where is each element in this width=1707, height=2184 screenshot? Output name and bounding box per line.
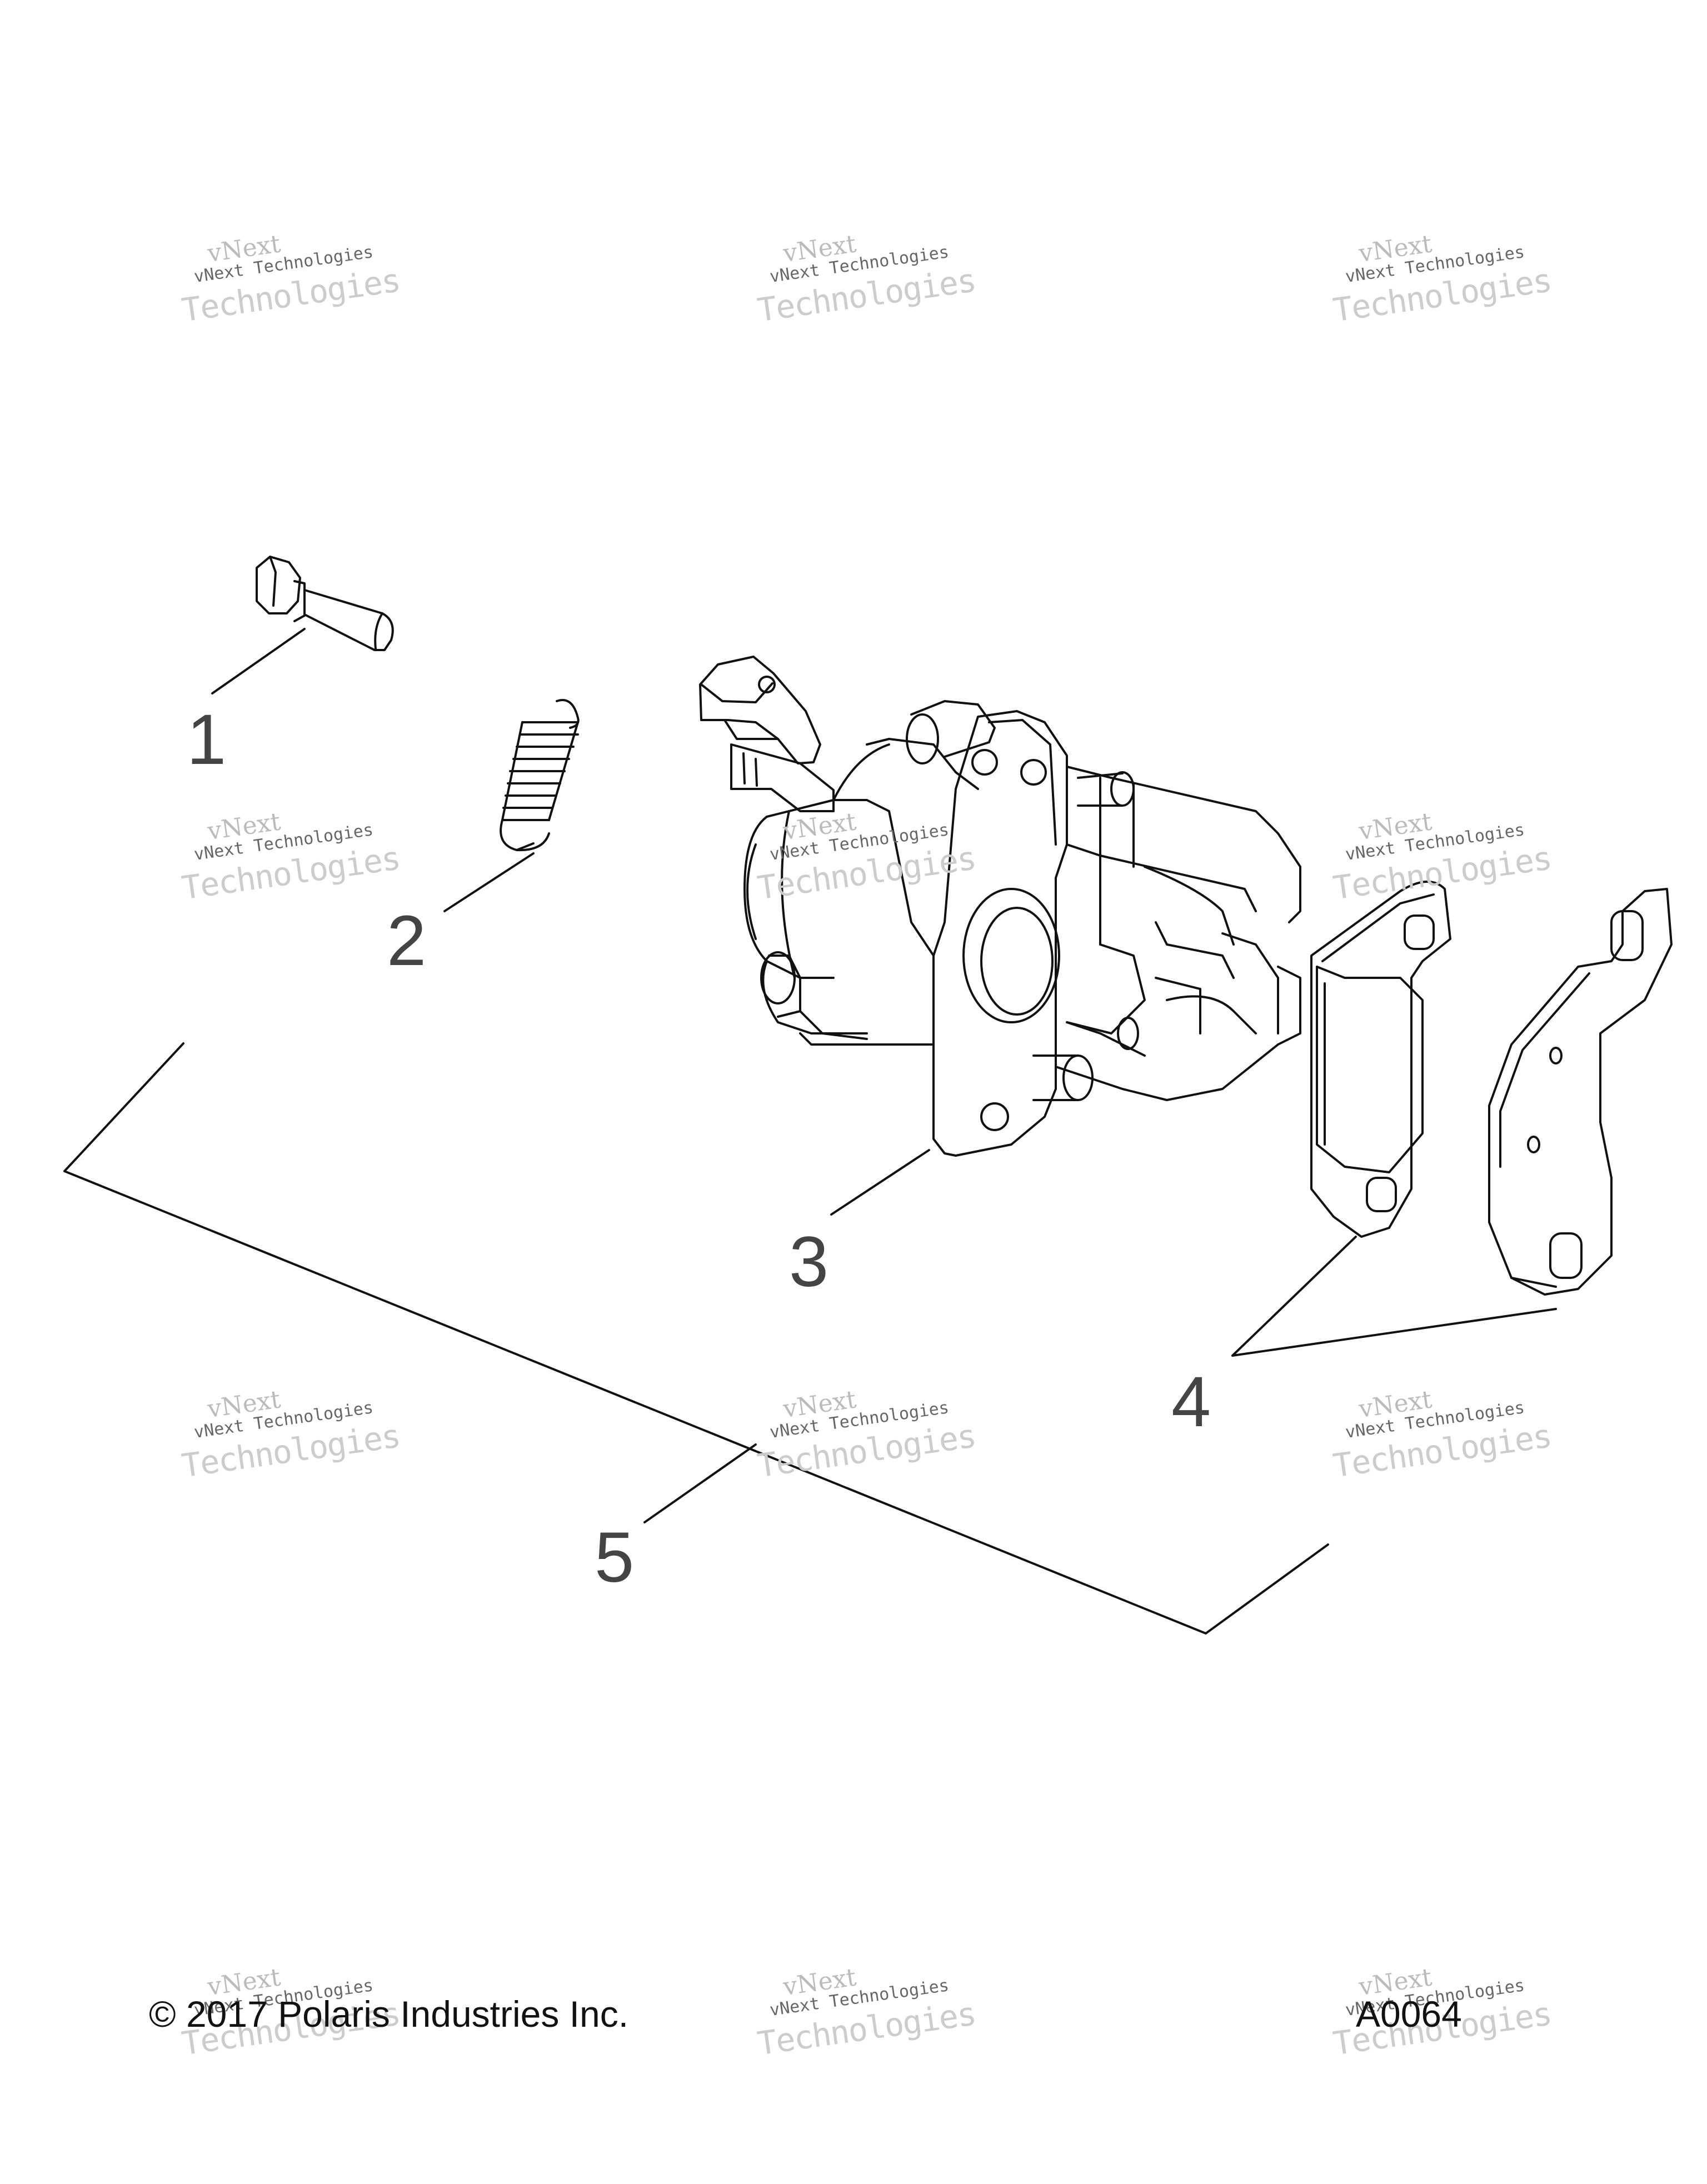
caliper-part — [699, 656, 1301, 1157]
leader-line-3 — [830, 1149, 930, 1216]
copyright-text: © 2017 Polaris Industries Inc. — [149, 1993, 629, 2035]
leader-line-2 — [443, 852, 535, 912]
bolt-part — [256, 556, 394, 651]
callout-4: 4 — [1171, 1362, 1211, 1442]
leader-line-4a — [1231, 1236, 1357, 1357]
leader-line-1 — [211, 628, 306, 694]
brake-pad-right — [1488, 888, 1673, 1296]
callout-1: 1 — [187, 700, 227, 779]
leader-line-5 — [643, 1443, 757, 1523]
brake-pad-left — [1310, 881, 1451, 1238]
callout-5: 5 — [595, 1518, 635, 1597]
diagram-code: A0064 — [1356, 1993, 1462, 2035]
kit-bracket-line — [63, 1042, 1329, 1635]
spring-part — [500, 699, 580, 852]
callout-3: 3 — [789, 1222, 829, 1302]
callout-2: 2 — [387, 901, 427, 981]
leader-line-4b — [1231, 1308, 1557, 1357]
